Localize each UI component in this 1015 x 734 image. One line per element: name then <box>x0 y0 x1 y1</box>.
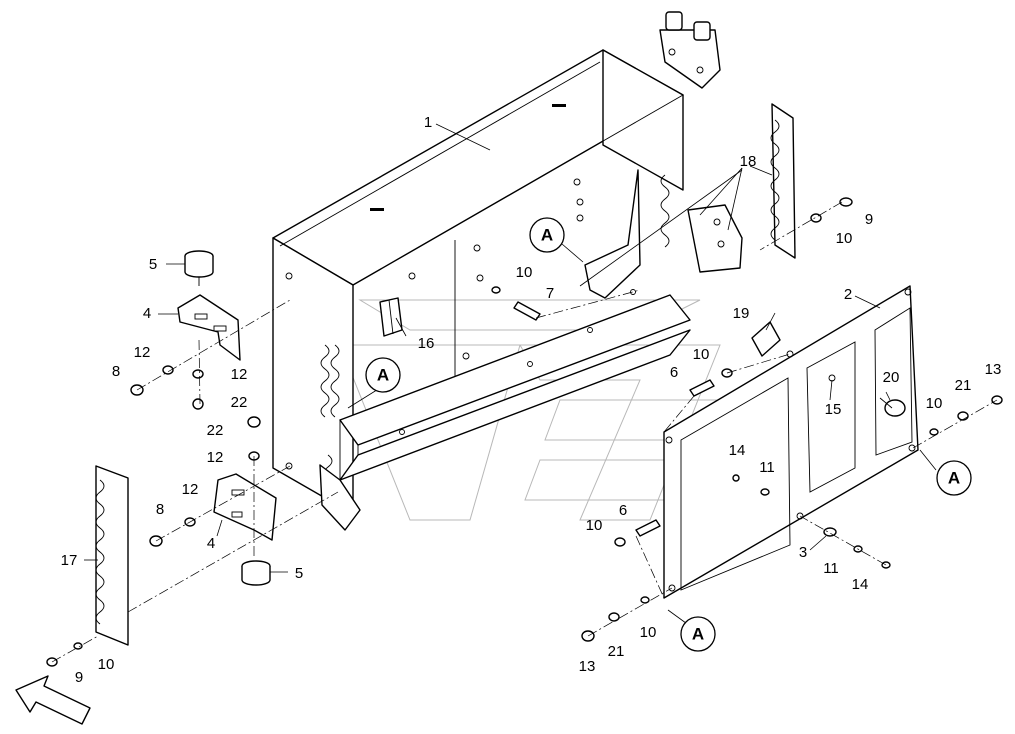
rubber-foot-top <box>184 250 214 286</box>
callout-10-a: 10 <box>516 264 533 281</box>
callout-12-a: 12 <box>134 344 151 361</box>
callout-21-a: 21 <box>955 377 972 394</box>
fasteners <box>46 197 1003 667</box>
callout-2: 2 <box>844 286 852 303</box>
rail-end-bracket <box>584 169 641 299</box>
detail-marker-a-3: A <box>936 460 972 496</box>
callout-12-b: 12 <box>231 366 248 383</box>
callout-13-b: 13 <box>579 658 596 675</box>
detail-marker-a-4: A <box>680 616 716 652</box>
detail-marker-a-1: A <box>529 217 565 253</box>
lower-mounting-bracket <box>213 473 277 541</box>
svg-text:A: A <box>948 468 960 487</box>
callout-16: 16 <box>418 335 435 352</box>
callout-14-a: 14 <box>729 442 746 459</box>
callout-10-c: 10 <box>693 346 710 363</box>
callout-6-lower: 6 <box>619 502 627 519</box>
callout-10-e: 10 <box>586 517 603 534</box>
callout-21-b: 21 <box>608 643 625 660</box>
assembly-lines <box>51 201 998 663</box>
callout-5-upper: 5 <box>149 256 157 273</box>
callout-22-a: 22 <box>231 394 248 411</box>
svg-text:A: A <box>692 624 704 643</box>
callout-6-upper: 6 <box>670 364 678 381</box>
callout-labels: 1 2 3 4 4 5 5 6 6 7 8 8 9 9 10 10 10 10 … <box>61 114 1002 686</box>
callout-12-d: 12 <box>182 481 199 498</box>
detail-marker-a-2: A <box>365 357 401 393</box>
callout-5-lower: 5 <box>295 565 303 582</box>
callout-11-b: 11 <box>823 560 839 577</box>
callout-10-b: 10 <box>836 230 853 247</box>
callout-4-lower: 4 <box>207 535 215 552</box>
view-direction-arrow <box>15 675 91 725</box>
callout-22-b: 22 <box>207 422 224 439</box>
callout-14-b: 14 <box>852 576 869 593</box>
callout-9-bottom: 9 <box>75 669 83 686</box>
callout-3: 3 <box>799 544 807 561</box>
callout-1: 1 <box>424 114 432 131</box>
callout-4-upper: 4 <box>143 305 151 322</box>
side-comb-strip <box>95 465 129 646</box>
callout-10-f: 10 <box>640 624 657 641</box>
connector-block <box>659 11 721 89</box>
callout-18: 18 <box>740 153 757 170</box>
callout-12-c: 12 <box>207 449 224 466</box>
cover-plate <box>663 285 919 599</box>
upper-mounting-bracket <box>177 294 241 361</box>
callout-10-d: 10 <box>926 395 943 412</box>
callout-13-a: 13 <box>985 361 1002 378</box>
leader-lines <box>84 123 937 627</box>
callout-20: 20 <box>883 369 900 386</box>
mounting-rail <box>319 289 691 531</box>
callout-17: 17 <box>61 552 78 569</box>
main-housing <box>272 49 684 515</box>
rubber-foot-bottom <box>241 560 271 586</box>
callout-10-g: 10 <box>98 656 115 673</box>
callout-7: 7 <box>546 285 554 302</box>
callout-8-upper: 8 <box>112 363 120 380</box>
grommet <box>751 321 781 357</box>
quarter-turn-latch <box>879 397 906 417</box>
callout-15: 15 <box>825 401 842 418</box>
din-clip <box>379 297 403 337</box>
callout-19: 19 <box>733 305 750 322</box>
svg-text:A: A <box>377 365 389 384</box>
callout-8-lower: 8 <box>156 501 164 518</box>
cable-clamp-bracket <box>687 103 796 273</box>
callout-9-top: 9 <box>865 211 873 228</box>
callout-11-a: 11 <box>759 459 775 476</box>
svg-text:A: A <box>541 225 553 244</box>
